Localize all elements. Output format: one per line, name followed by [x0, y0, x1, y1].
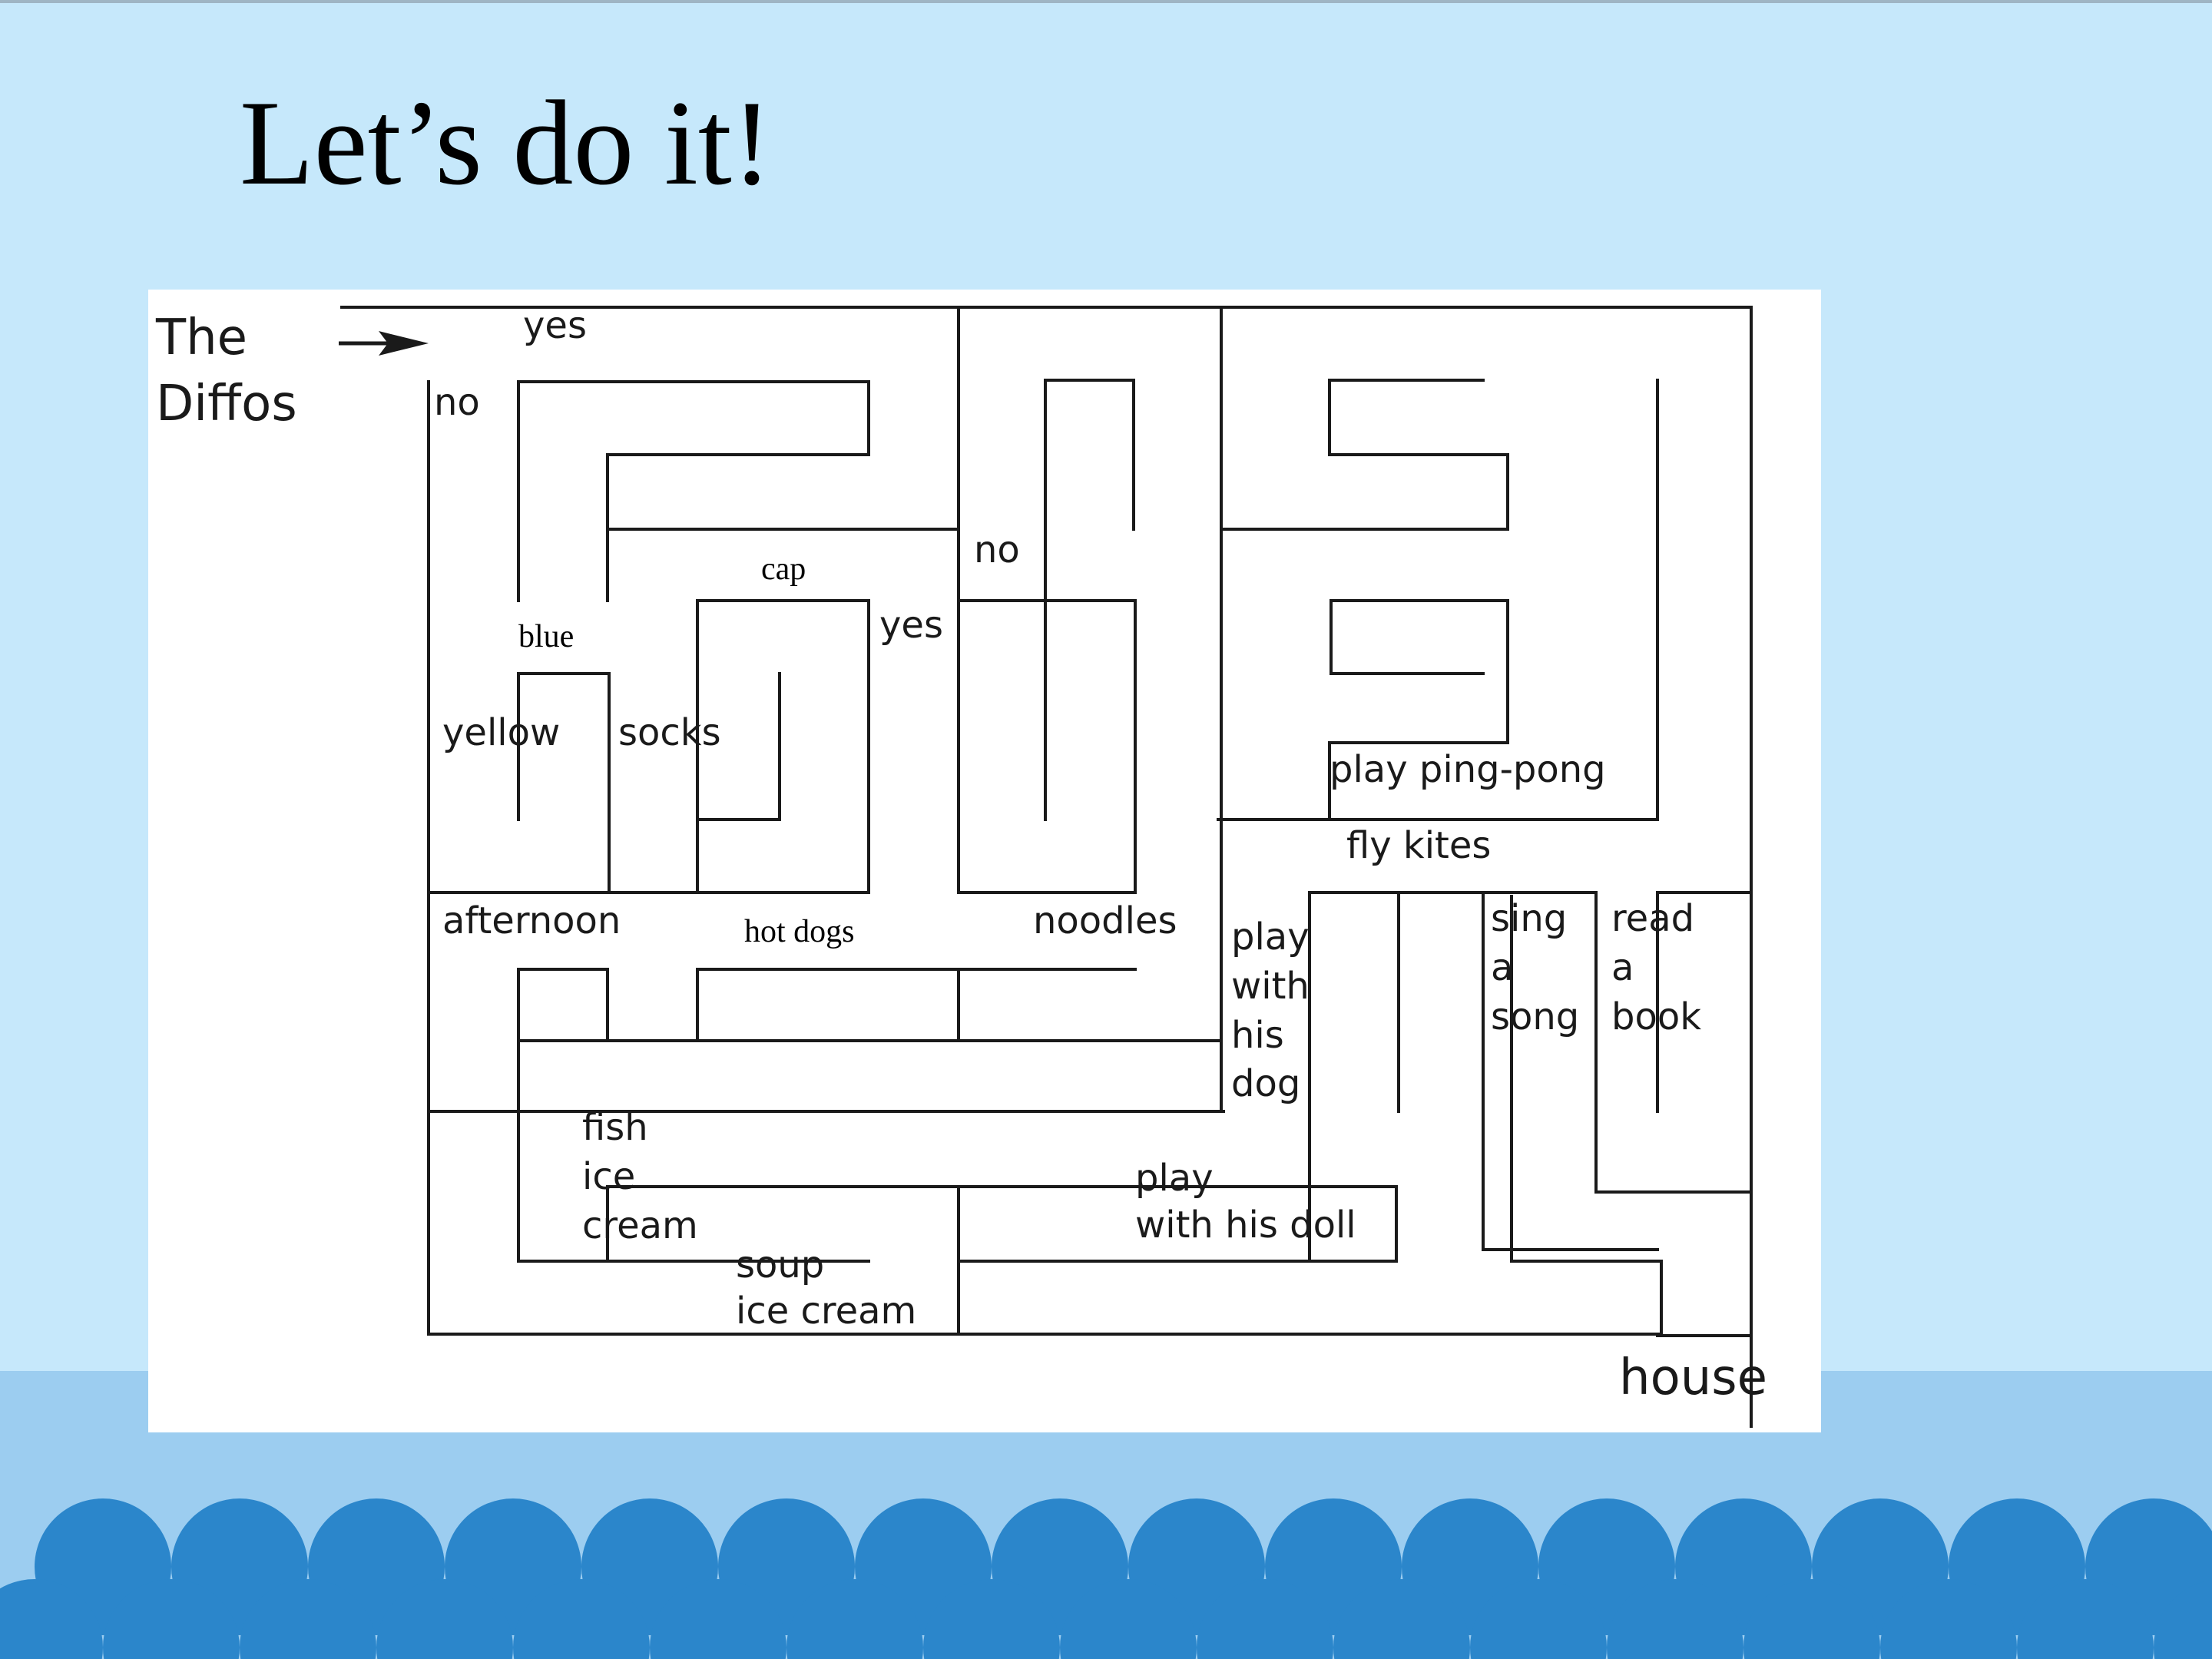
maze-label-fish-ice-cream: fish ice cream	[582, 1106, 698, 1247]
scale-circle	[513, 1579, 650, 1659]
scale-circle	[650, 1579, 786, 1659]
maze-end-label: house	[1619, 1349, 1767, 1406]
maze-panel: The Diffos house yes no no cap yes blue …	[148, 290, 1821, 1432]
scale-circle	[1060, 1579, 1197, 1659]
maze-label-read-a-book: read a book	[1611, 897, 1701, 1038]
scale-circle	[1470, 1579, 1607, 1659]
scale-circle	[1607, 1579, 1743, 1659]
start-arrow-icon	[379, 331, 429, 356]
maze-label-noodles: noodles	[1033, 899, 1177, 942]
maze-label-sing-a-song: sing a song	[1491, 897, 1580, 1038]
maze-label-play-ping-pong: play ping-pong	[1330, 748, 1606, 791]
top-border-line	[0, 0, 2212, 3]
scale-circle	[0, 1579, 103, 1659]
page-title: Let’s do it!	[240, 76, 773, 210]
maze-label-yes-top: yes	[523, 304, 587, 347]
maze-label-hot-dogs: hot dogs	[744, 914, 855, 949]
scale-circle	[240, 1579, 376, 1659]
scale-circle	[2017, 1579, 2154, 1659]
maze-label-soup-ice-cream: soup ice cream	[736, 1243, 917, 1333]
maze-label-no-mid: no	[974, 528, 1020, 571]
scale-circle	[1743, 1579, 1880, 1659]
scale-circle	[2154, 1579, 2212, 1659]
maze-walls	[339, 306, 1753, 1428]
maze-label-blue: blue	[518, 619, 575, 654]
maze-label-afternoon: afternoon	[442, 899, 621, 942]
maze-label-cap: cap	[761, 551, 806, 587]
scales-decoration	[0, 1498, 2212, 1659]
scale-circle	[1197, 1579, 1333, 1659]
scale-circle	[376, 1579, 513, 1659]
maze-label-yellow: yellow	[442, 711, 561, 754]
maze-label-fly-kites: fly kites	[1346, 824, 1492, 867]
maze-label-no-left: no	[434, 381, 480, 424]
maze-start-label: The Diffos	[156, 310, 297, 433]
scale-circle	[786, 1579, 923, 1659]
maze-label-yes-mid: yes	[879, 604, 943, 647]
scale-circle	[103, 1579, 240, 1659]
maze-label-play-with-his-doll: play with his doll	[1135, 1157, 1356, 1247]
scale-circle	[1880, 1579, 2017, 1659]
maze-label-play-with-his-dog: play with his dog	[1231, 916, 1310, 1106]
scale-circle	[923, 1579, 1060, 1659]
maze-label-socks: socks	[618, 711, 721, 754]
scale-circle	[1333, 1579, 1470, 1659]
